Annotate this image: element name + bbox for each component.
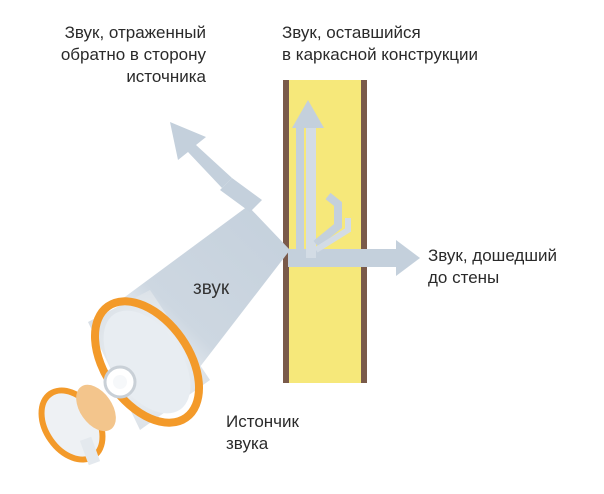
sound-source-label: Истончик звука: [226, 411, 299, 455]
remaining-sound-label: Звук, оставшийся в каркасной конструкции: [282, 22, 478, 66]
through-sound-label: Звук, дошедший до стены: [428, 245, 557, 289]
wall-right-panel: [361, 80, 367, 383]
sound-beam-label: звук: [193, 278, 230, 299]
source-line-2: звука: [226, 434, 269, 453]
source-line-1: Истончик: [226, 412, 299, 431]
reflected-line-3: источника: [126, 67, 206, 86]
remaining-arrow: [292, 100, 351, 258]
remaining-line-1: Звук, оставшийся: [282, 23, 421, 42]
through-line-2: до стены: [428, 268, 500, 287]
wall-left-panel: [283, 80, 289, 383]
remaining-line-2: в каркасной конструкции: [282, 45, 478, 64]
reflected-sound-label: Звук, отраженный обратно в сторону источ…: [20, 22, 206, 88]
reflected-line-1: Звук, отраженный: [64, 23, 206, 42]
through-line-1: Звук, дошедший: [428, 246, 557, 265]
speaker-icon: [38, 290, 210, 466]
reflected-line-2: обратно в сторону: [60, 45, 206, 64]
reflected-arrow: [170, 122, 262, 212]
